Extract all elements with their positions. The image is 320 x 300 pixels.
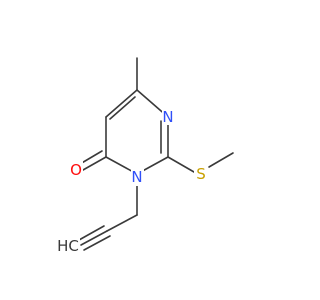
bond-sulfur-methyl (208, 152, 234, 168)
molecule-structure: N N O S HC (56, 57, 234, 255)
n-ring-bg (131, 168, 144, 186)
structure-canvas: N N O S HC (56, 57, 234, 255)
bond-alkyne-1 (80, 230, 108, 246)
nitrogen-atom-label-ring: N (131, 168, 142, 186)
alkyne-ch-label: HC (57, 237, 79, 255)
hc-bg (56, 237, 80, 255)
bond-c2-sulfur (167, 156, 195, 173)
bond-c4-oxygen-double (79, 150, 103, 165)
nitrogen-atom-label-top: N (162, 108, 173, 126)
bond-c4-oxygen (82, 156, 107, 171)
bond-c6-c5-double (109, 96, 136, 120)
oxygen-bg (69, 161, 83, 179)
bond-alkyne-3 (83, 235, 111, 251)
bond-alkyne-2 (78, 225, 105, 241)
n-top-bg (162, 109, 174, 125)
bond-c6-c5 (105, 89, 138, 118)
oxygen-atom-label: O (70, 161, 82, 179)
bond-ch2-alkyne (106, 214, 138, 232)
sulfur-bg (194, 166, 208, 184)
sulfur-atom-label: S (196, 165, 206, 183)
